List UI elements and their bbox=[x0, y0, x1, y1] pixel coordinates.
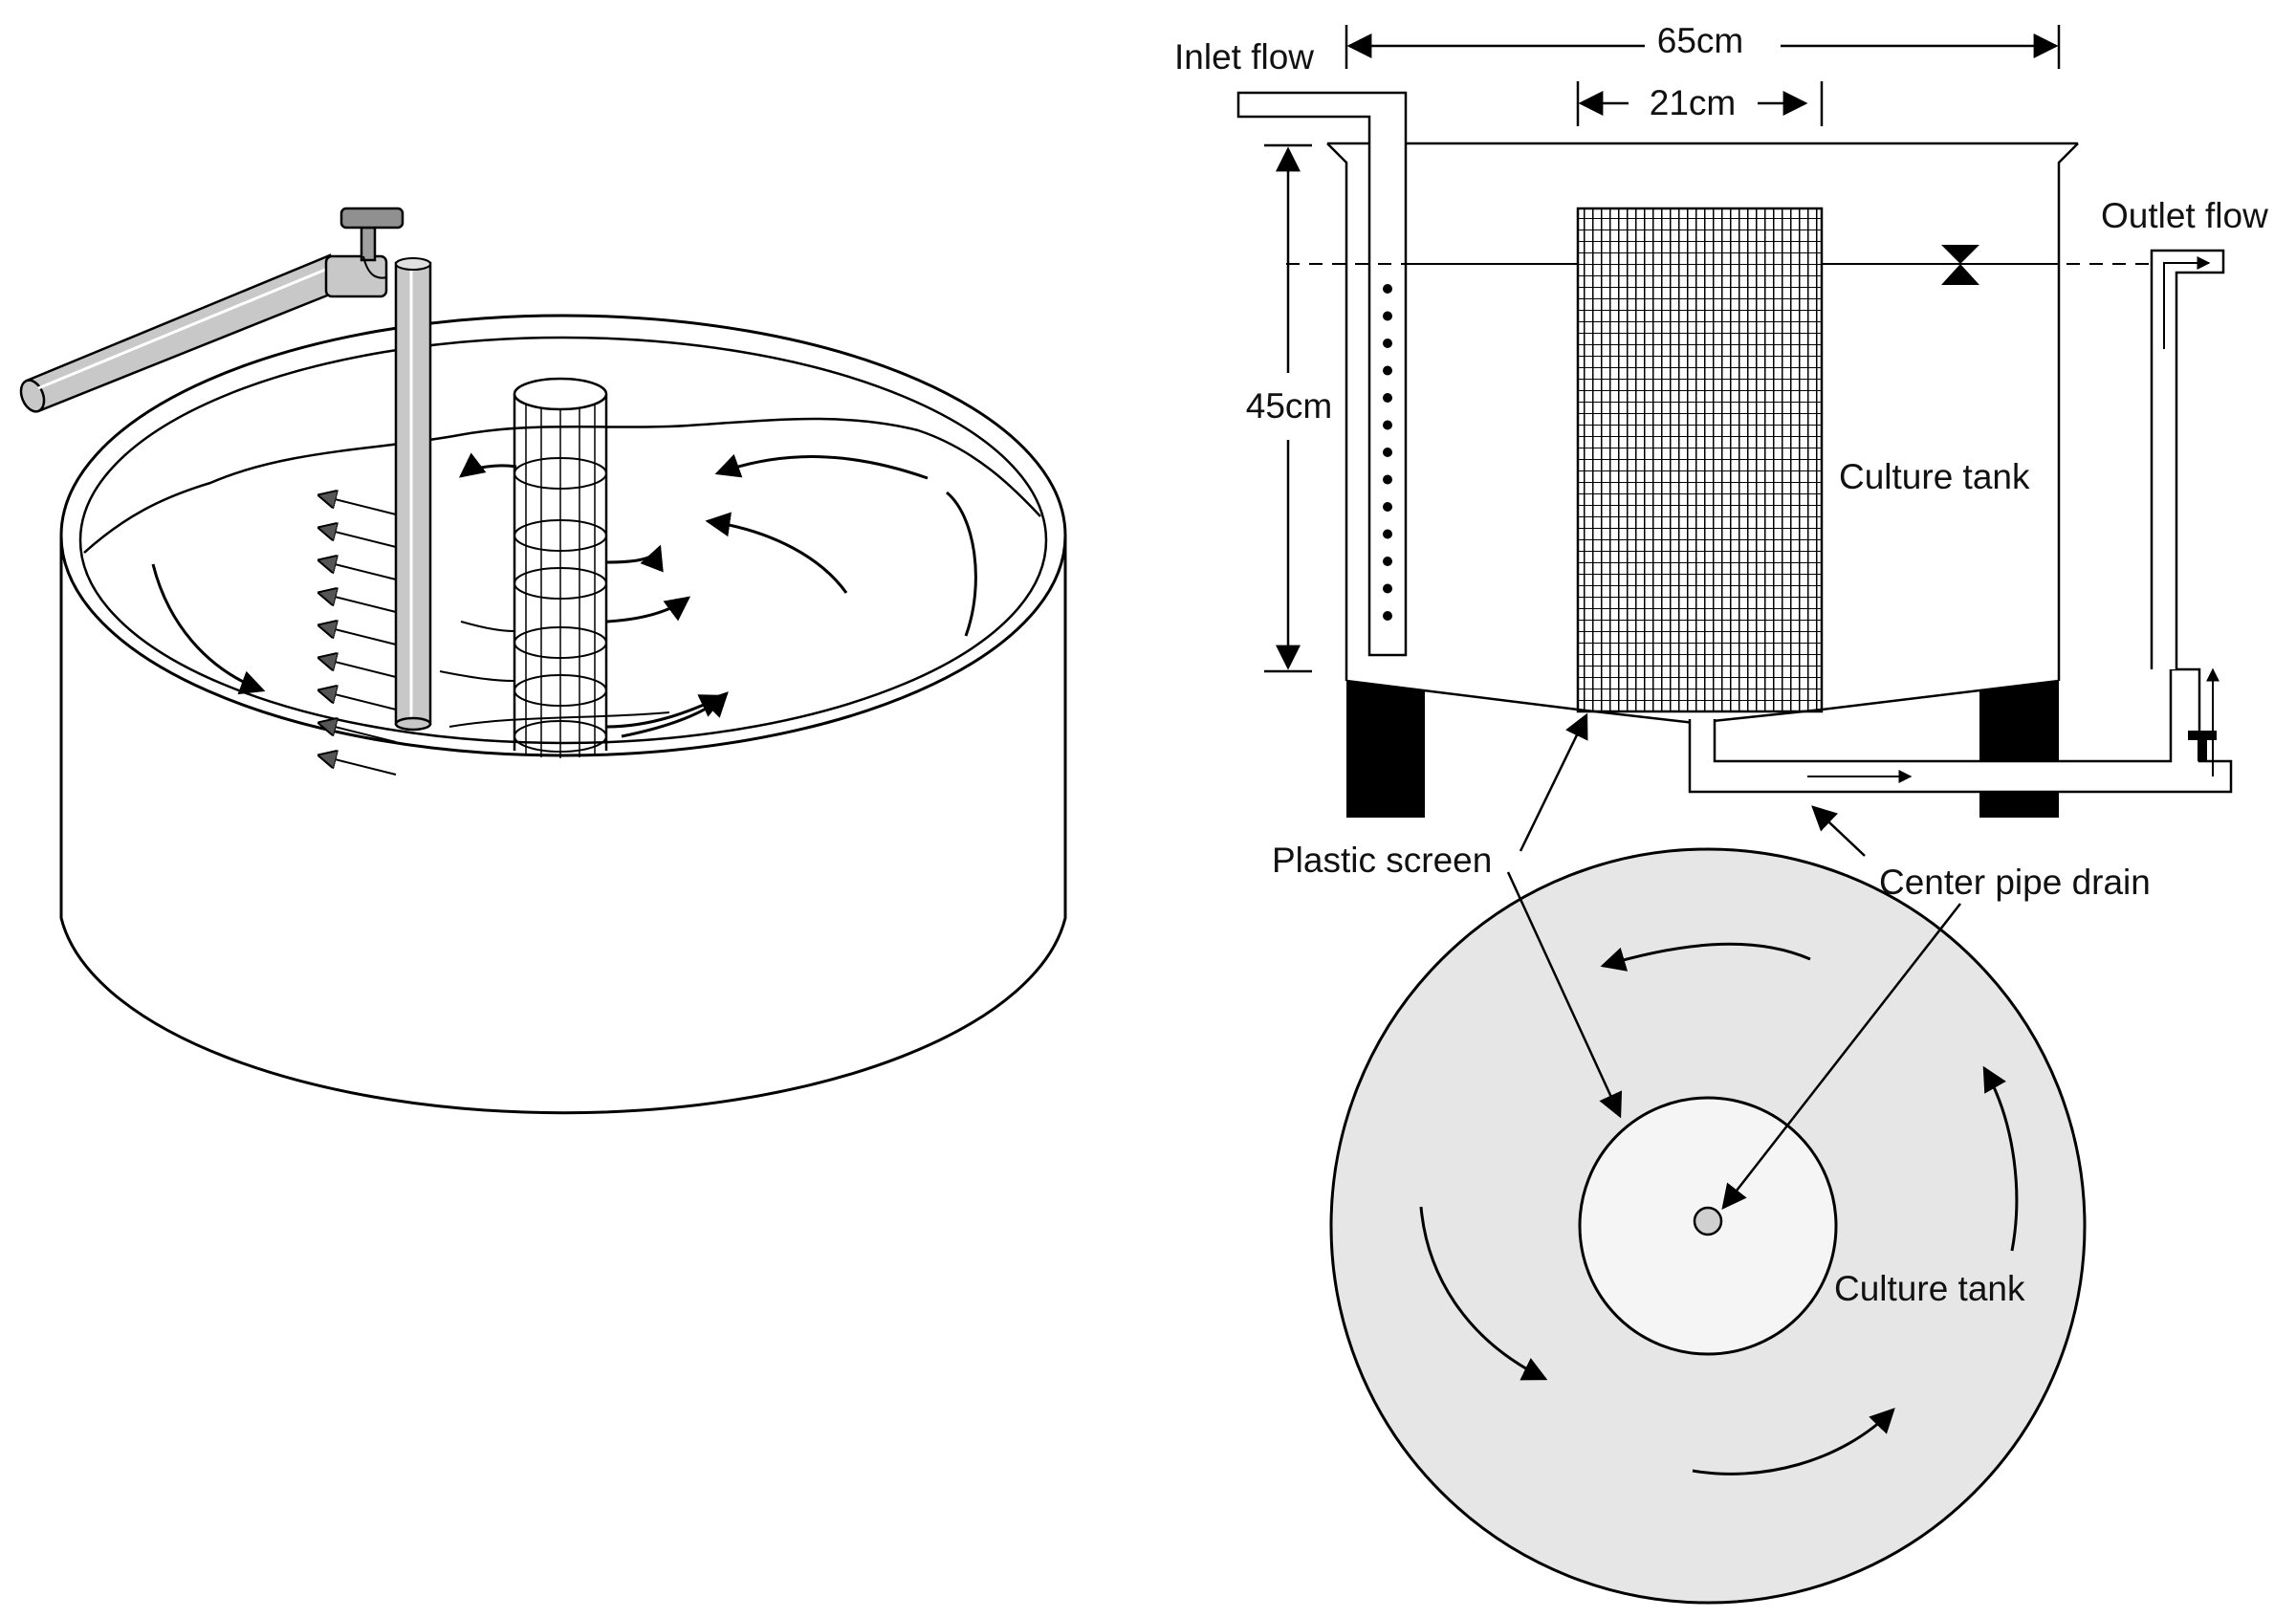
outlet-pipe bbox=[2150, 249, 2225, 669]
inlet-hole bbox=[1383, 311, 1392, 321]
plastic-screen-mesh bbox=[1576, 207, 1824, 713]
cylinder-outflow-arrow-3 bbox=[605, 694, 726, 729]
flow-arrow-mid bbox=[705, 512, 848, 594]
drain-callout-arrow bbox=[1811, 805, 1866, 857]
outlet-flow-arrow bbox=[2163, 256, 2211, 349]
water-level-icon bbox=[1941, 245, 1979, 285]
culture-tank-top-label: Culture tank bbox=[1834, 1269, 2025, 1308]
support-left bbox=[1346, 681, 1425, 818]
top-flow-arrow-right bbox=[1982, 1065, 2019, 1252]
inlet-jet-arrow bbox=[319, 625, 397, 645]
inlet-pipe-horizontal bbox=[19, 253, 339, 413]
inlet-jet-arrow bbox=[319, 528, 397, 548]
perspective-tank-view bbox=[19, 207, 1067, 1115]
cross-section-view: 65cm 21cm Inlet flow 45cm Culture tank bbox=[1174, 21, 2268, 902]
inlet-jet-arrow bbox=[319, 593, 397, 613]
screen-callout-arrow-up bbox=[1519, 712, 1588, 852]
cylinder-side-line-2 bbox=[439, 670, 515, 682]
inlet-jet-arrow bbox=[319, 755, 397, 776]
inlet-hole bbox=[1383, 529, 1392, 539]
cylinder-outflow-arrow-2 bbox=[605, 596, 691, 623]
inlet-jet-arrow bbox=[319, 495, 397, 515]
top-view-drain bbox=[1693, 1206, 1723, 1236]
flow-arrow-top bbox=[714, 453, 929, 480]
inlet-hole bbox=[1383, 284, 1392, 294]
inlet-hole bbox=[1383, 474, 1392, 485]
top-view: Culture tank bbox=[1329, 847, 2087, 1605]
inlet-hole bbox=[1383, 365, 1392, 376]
flow-arrow-left bbox=[151, 563, 266, 695]
top-view-screen-arrow bbox=[1506, 871, 1623, 1119]
inlet-jet-arrow bbox=[319, 690, 397, 711]
valve-icon bbox=[324, 207, 405, 298]
cylinder-outflow-arrow-4 bbox=[458, 452, 517, 478]
inlet-hole bbox=[1383, 339, 1392, 348]
support-right bbox=[1979, 681, 2059, 818]
tank-body-outline bbox=[59, 536, 1067, 1115]
center-pipe-drain-label: Center pipe drain bbox=[1879, 863, 2151, 902]
dim-45-label: 45cm bbox=[1246, 386, 1332, 426]
water-surface bbox=[83, 417, 1041, 554]
outlet-flow-label: Outlet flow bbox=[2101, 196, 2268, 235]
inlet-pipe-vertical bbox=[394, 257, 432, 732]
inlet-hole bbox=[1383, 611, 1392, 621]
inlet-jet-arrows bbox=[319, 495, 397, 776]
inlet-jet-arrow bbox=[319, 560, 397, 580]
drain-valve-icon bbox=[2188, 731, 2217, 761]
tank-rim-outer bbox=[59, 314, 1067, 757]
center-pipe-drain bbox=[1688, 667, 2233, 794]
top-flow-arrow-top bbox=[1600, 942, 1811, 972]
inlet-hole bbox=[1383, 502, 1392, 512]
tank-wall-right bbox=[2057, 142, 2079, 681]
inlet-hole bbox=[1383, 448, 1392, 457]
cylinder-outflow-arrow-1 bbox=[605, 544, 664, 573]
inlet-hole bbox=[1383, 420, 1392, 430]
top-flow-arrow-bottom bbox=[1692, 1408, 1895, 1476]
inlet-hole bbox=[1383, 583, 1392, 594]
cylinder-side-line-1 bbox=[460, 621, 515, 632]
inlet-pipe-holes bbox=[1383, 284, 1392, 621]
flow-arrow-right bbox=[946, 491, 977, 637]
water-surface-back bbox=[448, 711, 670, 728]
top-flow-arrow-left bbox=[1419, 1206, 1548, 1381]
culture-tank-side-label: Culture tank bbox=[1839, 457, 2030, 496]
tank-rim-inner bbox=[78, 336, 1048, 745]
top-view-drain-arrow bbox=[1721, 903, 1961, 1211]
plastic-screen-label: Plastic screen bbox=[1272, 841, 1492, 880]
tank-wall-left bbox=[1326, 142, 1348, 681]
inlet-pipe bbox=[1236, 91, 1408, 657]
inlet-hole bbox=[1383, 557, 1392, 566]
dim-65-label: 65cm bbox=[1657, 21, 1743, 60]
inlet-flow-label: Inlet flow bbox=[1174, 37, 1314, 77]
inlet-hole bbox=[1383, 393, 1392, 403]
dim-21-label: 21cm bbox=[1650, 83, 1736, 122]
inlet-jet-arrow bbox=[319, 658, 397, 678]
center-screen-cylinder bbox=[513, 377, 608, 758]
inlet-jet-arrow bbox=[319, 723, 397, 743]
